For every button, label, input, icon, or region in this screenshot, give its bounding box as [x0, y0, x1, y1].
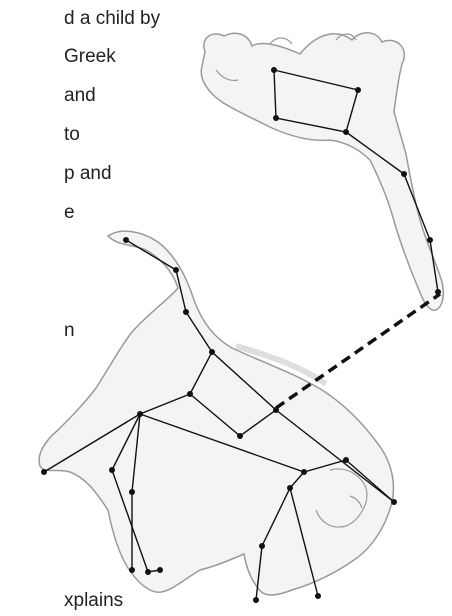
big-bear-figure [39, 231, 393, 595]
small-bear-figure [201, 33, 443, 310]
